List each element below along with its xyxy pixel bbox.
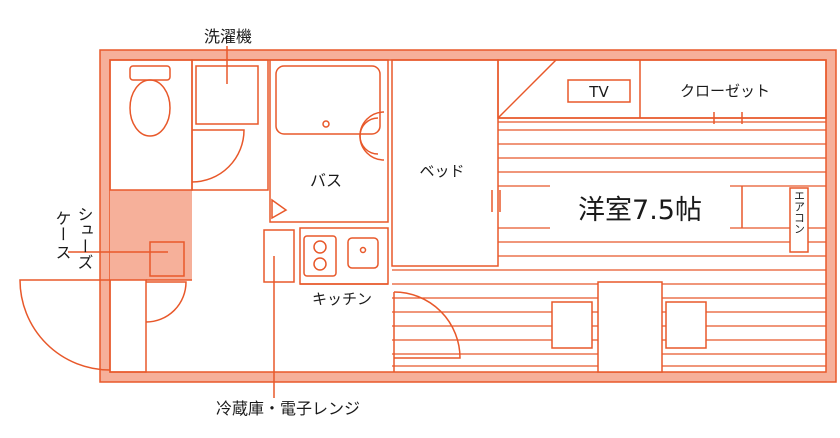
- sink-icon: [347, 237, 379, 269]
- bed-wall-markers: [491, 186, 743, 228]
- aircon-label: エアコン: [793, 190, 806, 234]
- room-label-bg: [552, 186, 728, 228]
- svg-text:ケー: ケー: [53, 210, 72, 242]
- stove-icon: [303, 235, 337, 277]
- washing-machine-label: 洗濯機: [204, 27, 252, 46]
- shoe-case-label: シュー ズ ケー ス: [53, 206, 94, 270]
- closet-label: クローゼット: [680, 82, 770, 100]
- bed-label: ベッド: [419, 162, 464, 180]
- entrance-area: [110, 190, 192, 280]
- tv-box: [567, 79, 631, 103]
- toilet-icon: [129, 65, 171, 137]
- svg-text:ズ: ズ: [75, 254, 94, 270]
- svg-text:シュー: シュー: [75, 206, 94, 254]
- tv-label: TV: [588, 83, 609, 101]
- door-swings: [19, 129, 461, 372]
- room-label: 洋室7.5帖: [578, 195, 702, 226]
- leader-lines: [68, 251, 275, 398]
- bath-label: バス: [310, 171, 342, 190]
- aircon-box: [789, 187, 809, 253]
- closet-door: [497, 59, 826, 124]
- washing-machine-icon: [195, 46, 259, 125]
- kitchen-label: キッチン: [312, 290, 372, 308]
- dining-set: [551, 281, 707, 373]
- svg-text:エアコン: エアコン: [793, 190, 806, 234]
- fridge-microwave-label: 冷蔵庫・電子レンジ: [216, 399, 360, 418]
- svg-text:ス: ス: [53, 244, 72, 260]
- bathtub-icon: [275, 65, 385, 161]
